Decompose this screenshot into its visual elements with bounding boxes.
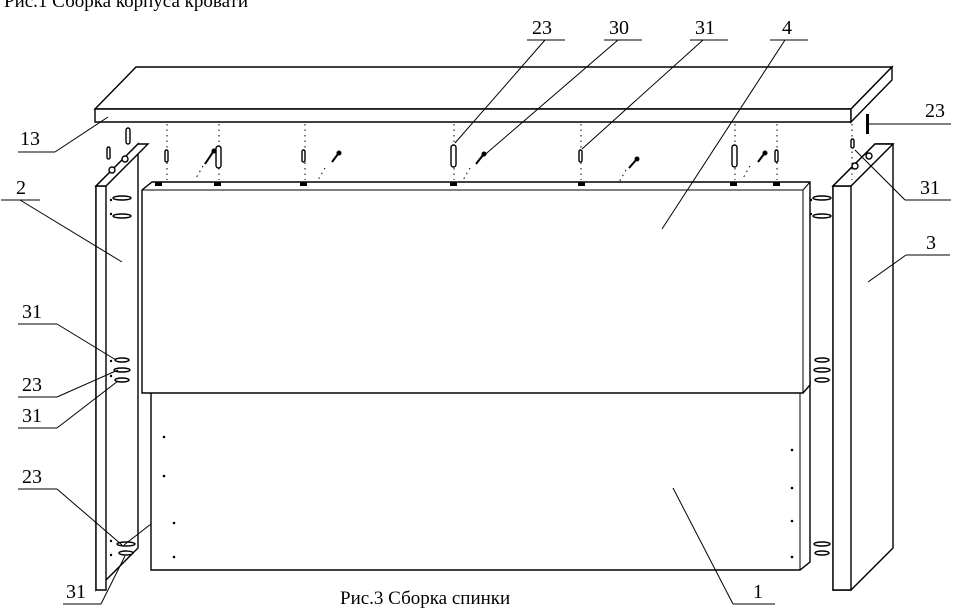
front-panel-fastener-marks [155,182,780,186]
callout-3: 3 [926,232,936,254]
callout-leaders [1,39,951,605]
front-panel-4 [141,181,811,394]
callout-31-top: 31 [695,17,715,39]
callout-23-left-low: 23 [22,466,42,488]
back-panel-dots [162,435,794,559]
callout-1: 1 [753,581,763,603]
callout-23-right: 23 [925,100,945,122]
callout-30: 30 [609,17,629,39]
callout-31-left-mid: 31 [22,405,42,427]
figure-caption: Рис.3 Сборка спинки [340,588,510,609]
screw-parts [204,148,768,169]
left-side-panel-2 [94,142,150,592]
callout-13: 13 [20,128,40,150]
callout-4: 4 [782,17,792,39]
callout-23-top: 23 [532,17,552,39]
callout-31-left-upper: 31 [22,301,42,323]
callout-labels: 23 30 31 4 23 13 31 2 3 31 23 31 23 31 1 [16,17,945,603]
callout-2: 2 [16,177,26,199]
callout-31-right: 31 [920,177,940,199]
callout-23-left-mid: 23 [22,374,42,396]
pin-parts [106,138,855,163]
page-header: Рис.1 Сборка корпуса кровати [4,0,248,12]
top-panel-13 [93,65,894,124]
dowel-parts [125,114,869,169]
right-panel-holes [809,152,873,556]
callout-31-left-low: 31 [66,581,86,603]
right-side-panel-3 [831,143,895,591]
back-panel-1 [150,380,811,571]
